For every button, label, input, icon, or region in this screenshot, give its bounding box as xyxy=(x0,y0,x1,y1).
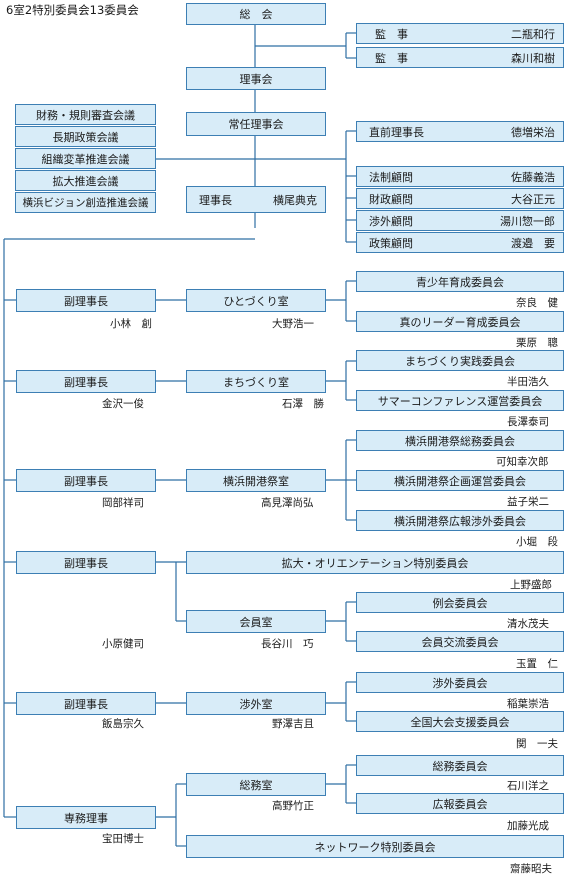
committee-chair-name: 長澤泰司 xyxy=(507,416,549,428)
advisor-name: 湯川惣一郎 xyxy=(500,214,555,228)
vice-president-name: 岡部祥司 xyxy=(102,497,144,509)
committee-chair-name: 小堀 段 xyxy=(516,536,558,548)
committee-chair-name: 石川洋之 xyxy=(507,780,549,792)
advisor-role: 渉外顧問 xyxy=(369,214,413,228)
general-assembly-box: 総 会 xyxy=(186,3,326,25)
vice-president-name: 小林 創 xyxy=(110,318,152,330)
special-committee-chair-name: 上野盛郎 xyxy=(510,579,552,591)
committee-chair-name: 稲葉崇浩 xyxy=(507,698,549,710)
committee-chair-name: 清水茂夫 xyxy=(507,618,549,630)
auditor-role: 監 事 xyxy=(375,27,408,41)
room-head-name: 長谷川 巧 xyxy=(261,638,314,650)
advisor-role: 政策顧問 xyxy=(369,236,413,250)
special-committee-chair-name: 齋藤昭夫 xyxy=(510,863,552,875)
committee-box: 広報委員会 xyxy=(356,793,564,814)
room-box: 横浜開港祭室 xyxy=(186,469,326,492)
committee-box: 青少年育成委員会 xyxy=(356,271,564,292)
committee-box: 横浜開港祭総務委員会 xyxy=(356,430,564,451)
vice-president-name: 飯島宗久 xyxy=(102,718,144,730)
advisor-name: 佐藤義浩 xyxy=(511,170,555,184)
vice-president-box: 副理事長 xyxy=(16,289,156,312)
committee-chair-name: 栗原 聰 xyxy=(516,337,558,349)
room-box: まちづくり室 xyxy=(186,370,326,393)
advisor-box: 政策顧問 渡邉 要 xyxy=(356,232,564,253)
room-head-name: 大野浩一 xyxy=(272,318,314,330)
president-name: 横尾典克 xyxy=(273,193,317,207)
advisor-role: 財政顧問 xyxy=(369,192,413,206)
advisor-box: 法制顧問 佐藤義浩 xyxy=(356,166,564,187)
auditor-name: 森川和樹 xyxy=(511,51,555,65)
executive-director-name: 宝田博士 xyxy=(102,833,144,845)
president-role: 理事長 xyxy=(199,193,232,207)
vice-president-box: 副理事長 xyxy=(16,469,156,492)
special-committee-box: ネットワーク特別委員会 xyxy=(186,835,564,858)
committee-box: 横浜開港祭企画運営委員会 xyxy=(356,470,564,491)
room-box: 会員室 xyxy=(186,610,326,633)
committee-box: 例会委員会 xyxy=(356,592,564,613)
advisor-box: 渉外顧問 湯川惣一郎 xyxy=(356,210,564,231)
room-head-name: 石澤 勝 xyxy=(282,398,324,410)
committee-box: 総務委員会 xyxy=(356,755,564,776)
committee-chair-name: 関 一夫 xyxy=(516,738,558,750)
council-box: 組織変革推進会議 xyxy=(15,148,156,169)
vice-president-name: 小原健司 xyxy=(102,638,144,650)
room-head-name: 高野竹正 xyxy=(272,800,314,812)
chart-caption: 6室2特別委員会13委員会 xyxy=(6,3,139,17)
room-head-name: 高見澤尚弘 xyxy=(261,497,314,509)
committee-box: 真のリーダー育成委員会 xyxy=(356,311,564,332)
vice-president-box: 副理事長 xyxy=(16,692,156,715)
auditor-box: 監 事 森川和樹 xyxy=(356,47,564,68)
council-box: 長期政策会議 xyxy=(15,126,156,147)
advisor-name: 大谷正元 xyxy=(511,192,555,206)
advisor-box: 直前理事長 德増栄治 xyxy=(356,121,564,142)
council-box: 財務・規則審査会議 xyxy=(15,104,156,125)
auditor-role: 監 事 xyxy=(375,51,408,65)
committee-chair-name: 奈良 健 xyxy=(516,297,558,309)
advisor-role: 法制顧問 xyxy=(369,170,413,184)
auditor-name: 二瓶和行 xyxy=(511,27,555,41)
vice-president-name: 金沢一俊 xyxy=(102,398,144,410)
room-box: 総務室 xyxy=(186,773,326,796)
committee-chair-name: 可知幸次郎 xyxy=(496,456,549,468)
council-box: 拡大推進会議 xyxy=(15,170,156,191)
board-of-directors-box: 理事会 xyxy=(186,67,326,90)
advisor-name: 德増栄治 xyxy=(511,125,555,139)
advisor-role: 直前理事長 xyxy=(369,125,424,139)
vice-president-box: 副理事長 xyxy=(16,370,156,393)
vice-president-box: 副理事長 xyxy=(16,551,156,574)
special-committee-box: 拡大・オリエンテーション特別委員会 xyxy=(186,551,564,574)
committee-chair-name: 益子栄二 xyxy=(507,496,549,508)
advisor-box: 財政顧問 大谷正元 xyxy=(356,188,564,209)
committee-box: まちづくり実践委員会 xyxy=(356,350,564,371)
committee-box: 会員交流委員会 xyxy=(356,631,564,652)
executive-director-box: 専務理事 xyxy=(16,806,156,829)
auditor-box: 監 事 二瓶和行 xyxy=(356,23,564,44)
committee-chair-name: 加藤光成 xyxy=(507,820,549,832)
room-head-name: 野澤吉且 xyxy=(272,718,314,730)
council-box: 横浜ビジョン創造推進会議 xyxy=(15,192,156,213)
committee-box: サマーコンファレンス運営委員会 xyxy=(356,390,564,411)
room-box: ひとづくり室 xyxy=(186,289,326,312)
committee-box: 全国大会支援委員会 xyxy=(356,711,564,732)
standing-board-box: 常任理事会 xyxy=(186,112,326,136)
committee-chair-name: 玉置 仁 xyxy=(516,658,558,670)
committee-box: 横浜開港祭広報渉外委員会 xyxy=(356,510,564,531)
room-box: 渉外室 xyxy=(186,692,326,715)
committee-box: 渉外委員会 xyxy=(356,672,564,693)
president-box: 理事長 横尾典克 xyxy=(186,186,326,213)
committee-chair-name: 半田浩久 xyxy=(507,376,549,388)
advisor-name: 渡邉 要 xyxy=(511,236,555,250)
